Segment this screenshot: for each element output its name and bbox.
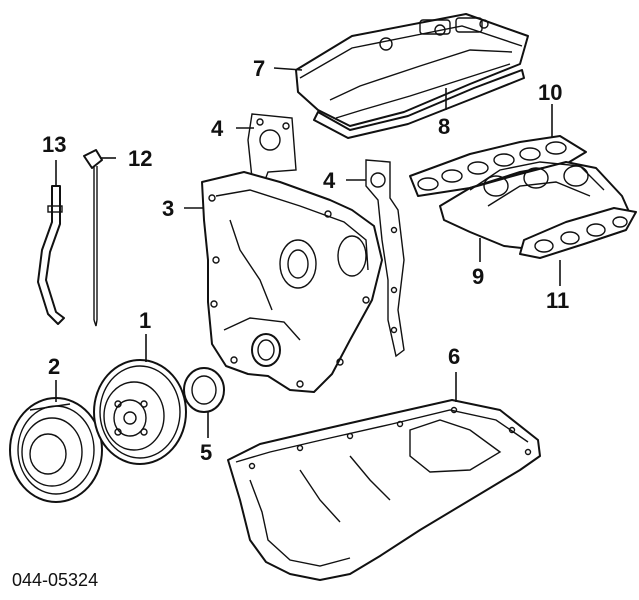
timing-cover-part bbox=[201, 171, 383, 393]
oil-seal-part bbox=[183, 367, 225, 413]
timing-cover-gasket-part bbox=[247, 113, 405, 358]
reference-code: 044-05324 bbox=[12, 570, 98, 590]
dipstick-part bbox=[83, 149, 103, 327]
callout-4-right: 4 bbox=[323, 168, 336, 193]
callout-5: 5 bbox=[200, 440, 212, 465]
callout-1: 1 bbox=[139, 308, 151, 333]
intake-manifold-part bbox=[409, 135, 637, 259]
oil-pan-part bbox=[227, 399, 541, 581]
crankshaft-pulley-part bbox=[9, 397, 103, 503]
callout-9: 9 bbox=[472, 264, 484, 289]
callout-10: 10 bbox=[538, 80, 562, 105]
callout-6: 6 bbox=[448, 344, 460, 369]
callout-13: 13 bbox=[42, 132, 66, 157]
callout-11: 11 bbox=[546, 288, 569, 313]
callout-2: 2 bbox=[48, 354, 60, 379]
callout-8: 8 bbox=[438, 114, 450, 139]
leader-lines bbox=[55, 67, 561, 438]
crankshaft-damper-part bbox=[93, 359, 187, 465]
callout-7: 7 bbox=[253, 56, 265, 81]
callouts: 7 8 10 9 11 4 4 3 13 12 1 2 5 6 bbox=[42, 56, 569, 465]
callout-4-upper-left: 4 bbox=[211, 116, 224, 141]
callout-3: 3 bbox=[162, 196, 174, 221]
dipstick-tube-part bbox=[37, 185, 65, 325]
callout-12: 12 bbox=[128, 146, 152, 171]
valve-cover-part bbox=[295, 13, 529, 139]
